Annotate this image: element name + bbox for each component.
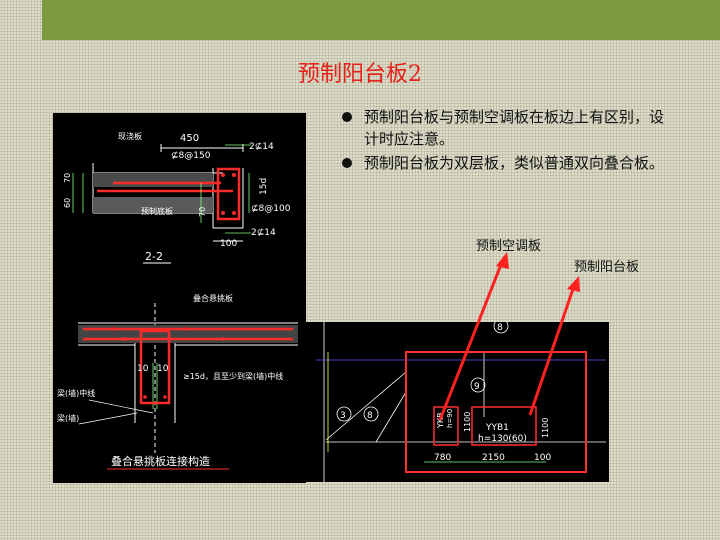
bullet-item: 预制阳台板为双层板，类似普通双向叠合板。 — [340, 152, 675, 174]
dim-10b: 10 — [157, 364, 169, 374]
dim-15d: 15d — [259, 178, 269, 195]
dim-60: 60 — [63, 198, 72, 208]
label-beam-center: 梁(墙)中线 — [57, 388, 95, 398]
callout-balcony-slab: 预制阳台板 — [574, 260, 640, 275]
label-cantilever-top: 叠合悬挑板 — [193, 293, 233, 303]
label-cast-slab: 现浇板 — [118, 131, 142, 141]
anchor-note: ≥15d，且至少到梁(墙)中线 — [183, 371, 283, 381]
arrow-head-aircon-icon — [496, 252, 509, 269]
cantilever-detail-drawing: 现浇板 450 2⊈14 ⊈8@150 70 60 15d 预制底板 70 ⊈8… — [53, 113, 306, 483]
label-beam: 梁(墙) — [57, 413, 79, 423]
ykb-label: YKB — [436, 412, 445, 429]
plan-view-drawing: 8 9 3 8 YKB h=90 1100 YYB1 h=130(60) 110… — [306, 322, 609, 482]
circle-9: 9 — [474, 382, 480, 392]
ykb-sub: h=90 — [446, 409, 454, 428]
callout-aircon-slab: 预制空调板 — [476, 239, 542, 254]
arrow-aircon-slab — [438, 261, 504, 421]
dim-70: 70 — [63, 173, 72, 183]
detail-caption: 叠合悬挑板连接构造 — [111, 454, 210, 468]
arrow-head-balcony-icon — [567, 276, 580, 292]
rebar-stirrup-label: ⊈8@100 — [251, 204, 291, 214]
dim-1100-b: 1100 — [541, 418, 550, 438]
yyb-sub: h=130(60) — [478, 434, 527, 444]
dim-2150: 2150 — [482, 453, 505, 463]
dim-780: 780 — [434, 453, 451, 463]
header-bar — [42, 0, 720, 40]
arrow-balcony-slab — [528, 285, 576, 416]
yyb-label: YYB1 — [485, 423, 509, 433]
dim-10a: 10 — [137, 364, 149, 374]
rebar-bottom-label: 2⊈14 — [251, 228, 276, 238]
label-precast-bottom: 预制底板 — [141, 206, 173, 216]
dim-70b: 70 — [198, 207, 207, 217]
dim-1100-a: 1100 — [463, 412, 472, 432]
dim-100: 100 — [220, 239, 237, 249]
bullet-list: 预制阳台板与预制空调板在板边上有区别，设计时应注意。 预制阳台板为双层板，类似普… — [340, 106, 675, 176]
dim-100: 100 — [534, 453, 551, 463]
circle-8-side: 8 — [367, 411, 373, 421]
circle-3: 3 — [340, 411, 346, 421]
rebar-dist-label: ⊈8@150 — [171, 151, 211, 161]
rebar-top-label: 2⊈14 — [249, 142, 274, 152]
bullet-dot-icon — [342, 158, 352, 168]
circle-8-top: 8 — [497, 323, 503, 333]
section-label: 2-2 — [145, 250, 163, 263]
dim-450: 450 — [180, 133, 199, 144]
bullet-item: 预制阳台板与预制空调板在板边上有区别，设计时应注意。 — [340, 106, 675, 150]
slide-title: 预制阳台板2 — [298, 62, 422, 87]
bullet-dot-icon — [342, 112, 352, 122]
